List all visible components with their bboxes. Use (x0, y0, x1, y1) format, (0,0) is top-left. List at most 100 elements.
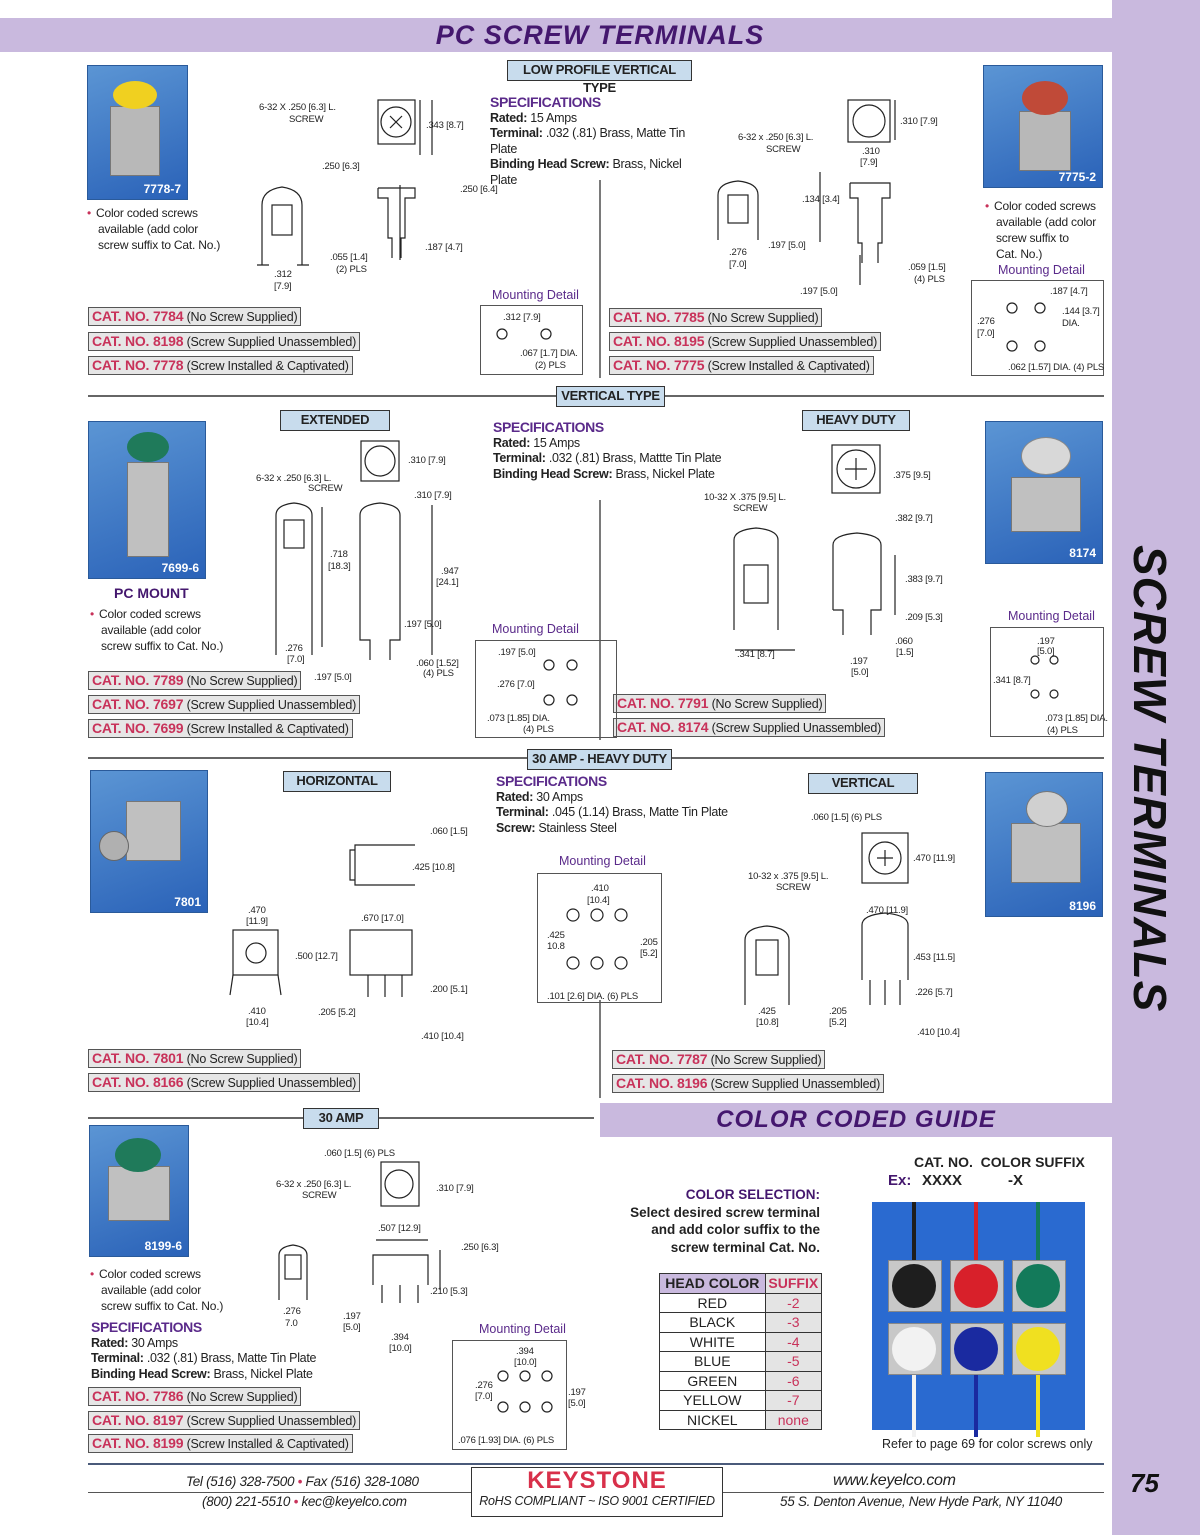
dimension-label: .073 [1.85] DIA. (487, 713, 550, 724)
dimension-label: .425 [10.8] (412, 862, 455, 873)
spec-key: Rated: (496, 789, 534, 804)
dimension-label: .425 (758, 1006, 776, 1017)
photo-label: 7801 (174, 895, 201, 909)
specifications-s4: SPECIFICATIONS Rated: 30 Amps Terminal: … (91, 1319, 331, 1382)
dimension-label: [24.1] (436, 577, 459, 588)
dimension-label: .470 (248, 905, 266, 916)
color-row: YELLOW-7 (659, 1390, 823, 1411)
email-link[interactable]: kec@keyelco.com (301, 1494, 407, 1509)
colored-screw (1016, 1264, 1060, 1308)
dimension-label: .076 [1.93] DIA. (6) PLS (458, 1435, 555, 1446)
catalog-number-box: CAT. NO. 8199 (Screw Installed & Captiva… (88, 1434, 353, 1453)
dimension-label: .250 [6.4] (460, 184, 498, 195)
dimension-label: .197 [5.0] (768, 240, 806, 251)
dimension-label: .060 [1.5] (430, 826, 468, 837)
spec-value: Brass, Nickel Plate (612, 466, 716, 481)
fax: Fax (516) 328-1080 (305, 1474, 419, 1489)
catalog-number-box: CAT. NO. 7801 (No Screw Supplied) (88, 1049, 302, 1068)
dimension-label: 6-32 x .250 [6.3] L. (738, 132, 814, 143)
s2-right-drawing (733, 444, 896, 651)
catalog-number-box: CAT. NO. 7778 (Screw Installed & Captiva… (88, 356, 353, 375)
dimension-label: [7.0] (287, 654, 305, 665)
color-selection-line: Select desired screw terminal (630, 1204, 820, 1220)
spec-key: Rated: (490, 110, 528, 125)
catalog-description: (Screw Supplied Unassembled) (711, 721, 882, 735)
mounting-detail-title: Mounting Detail (492, 622, 579, 636)
green-screw (115, 1138, 161, 1172)
example-cat: XXXX (922, 1172, 963, 1189)
photo-label: 8174 (1069, 546, 1096, 560)
colored-screw (892, 1327, 936, 1371)
color-row: BLUE-5 (659, 1351, 823, 1372)
mounting-detail-box (971, 280, 1104, 376)
photo-label: 8199-6 (144, 1239, 182, 1253)
catalog-description: (Screw Supplied Unassembled) (186, 1076, 357, 1090)
color-screws-photo (872, 1202, 1085, 1437)
bullet-line: screw suffix to Cat. No.) (98, 238, 221, 252)
dimension-label: (4) PLS (914, 274, 945, 285)
catalog-description: (Screw Supplied Unassembled) (186, 698, 357, 712)
color-row: GREEN-6 (659, 1370, 823, 1391)
dimension-label: [18.3] (328, 561, 351, 572)
product-photo-7801: 7801 (90, 770, 208, 913)
dimension-label: SCREW (289, 114, 324, 125)
catalog-number: CAT. NO. 7786 (92, 1388, 184, 1404)
dimension-label: .060 [1.52] (416, 658, 459, 669)
dimension-label: .197 (850, 656, 868, 667)
dimension-label: .410 (591, 883, 609, 894)
catalog-description: (Screw Supplied Unassembled) (707, 335, 878, 349)
head-color: YELLOW (659, 1390, 766, 1411)
terminal-body (126, 801, 181, 861)
catalog-description: (No Screw Supplied) (186, 1052, 298, 1066)
photo-label: 7778-7 (143, 182, 181, 196)
catalog-number-box: CAT. NO. 7786 (No Screw Supplied) (88, 1387, 302, 1406)
example-label: Ex: (888, 1172, 912, 1189)
product-photo-7699-6: 7699-6 (88, 421, 206, 579)
bullet-note-right: •Color coded screws available (add color… (985, 199, 1097, 261)
dimension-label: .470 [11.9] (866, 905, 908, 916)
mounting-detail-box (475, 640, 617, 738)
catalog-description: (No Screw Supplied) (186, 310, 298, 324)
bullet-line: screw suffix to Cat. No.) (101, 639, 224, 653)
dimension-label: [7.0] (729, 259, 747, 270)
page-title: PC SCREW TERMINALS (435, 20, 765, 50)
dimension-label: .425 (547, 930, 565, 941)
spec-key: Rated: (493, 435, 531, 450)
specifications-s3: SPECIFICATIONS Rated: 30 Amps Terminal: … (496, 773, 736, 836)
dimension-label: [7.9] (274, 281, 292, 292)
dimension-label: .197 [5.0] (404, 619, 442, 630)
catalog-description: (No Screw Supplied) (711, 697, 823, 711)
dimension-label: .197 (1037, 636, 1055, 647)
color-coded-guide-title: COLOR CODED GUIDE (600, 1103, 1112, 1137)
spec-value: .045 (1.14) Brass, Matte Tin Plate (548, 805, 728, 819)
dimension-label: [11.9] (246, 916, 268, 927)
website-link[interactable]: www.keyelco.com (833, 1472, 956, 1489)
suffix: -6 (764, 1370, 823, 1391)
spec-value: 30 Amps (533, 789, 583, 804)
dimension-label: .276 (475, 1380, 493, 1391)
dimension-label: .187 [4.7] (425, 242, 463, 253)
spec-value: 15 Amps (530, 435, 580, 450)
catalog-number-box: CAT. NO. 7784 (No Screw Supplied) (88, 307, 302, 326)
catalog-number: CAT. NO. 7801 (92, 1050, 184, 1066)
dimension-label: .507 [12.9] (378, 1223, 421, 1234)
pc-mount-heading: PC MOUNT (114, 585, 189, 601)
catalog-description: (Screw Installed & Captivated) (186, 359, 349, 373)
dimension-label: .059 [1.5] (908, 262, 946, 273)
side-title: SCREW TERMINALS (1124, 545, 1176, 1013)
catalog-number-box: CAT. NO. 7699 (Screw Installed & Captiva… (88, 719, 353, 738)
bullet-note: •Color coded screws available (add color… (90, 1267, 224, 1313)
catalog-description: (Screw Installed & Captivated) (186, 722, 349, 736)
catalog-number-box: CAT. NO. 7775 (Screw Installed & Captiva… (609, 356, 874, 375)
footer-contact-1: Tel (516) 328-7500 • Fax (516) 328-1080 (186, 1474, 419, 1489)
dimension-label: .197 (568, 1387, 586, 1398)
dimension-label: .276 (729, 247, 747, 258)
example-suffix: -X (1008, 1172, 1023, 1189)
catalog-description: (No Screw Supplied) (186, 1390, 298, 1404)
screw (99, 831, 129, 861)
head-color: RED (659, 1292, 766, 1313)
dimension-label: .197 (343, 1311, 361, 1322)
catalog-number: CAT. NO. 7785 (613, 309, 705, 325)
dimension-label: .210 [5.3] (430, 1286, 468, 1297)
dimension-label: .250 [6.3] (461, 1242, 499, 1253)
